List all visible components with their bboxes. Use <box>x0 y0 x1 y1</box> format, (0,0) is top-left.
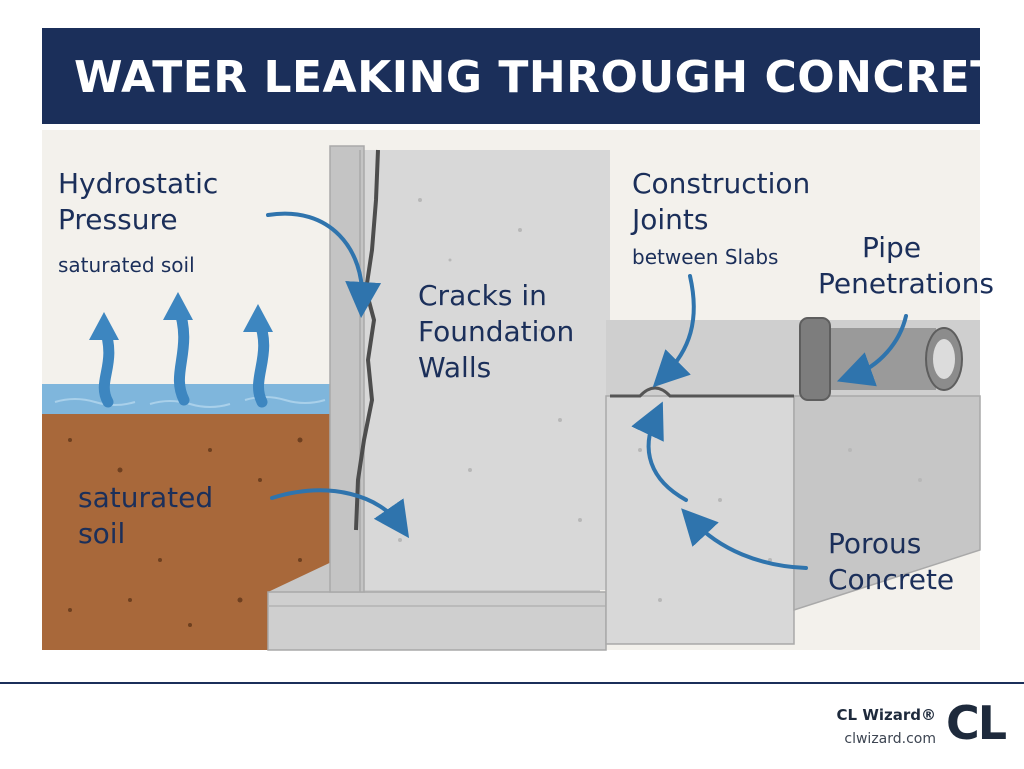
label-cracks-line2: Foundation <box>418 315 575 348</box>
arrow-porous-lower <box>681 508 808 570</box>
pointer-arrow-icon <box>266 211 908 570</box>
label-joints-sub: between Slabs <box>632 245 779 269</box>
label-soil-line2: soil <box>78 517 126 550</box>
label-cracks-line3: Walls <box>418 351 492 384</box>
arrow-to-pipe <box>836 314 908 387</box>
wall-speckles <box>398 198 582 542</box>
label-hydrostatic-sub: saturated soil <box>58 253 195 277</box>
label-porous-line1: Porous <box>828 527 922 560</box>
arrow-soil-to-wall <box>270 488 410 539</box>
slab-face <box>605 395 795 645</box>
water-layer <box>42 384 337 414</box>
water-rising-arrow-icon <box>89 292 273 408</box>
label-pipe-line2: Penetrations <box>818 267 994 300</box>
brand-name: CL Wizard® <box>836 706 936 724</box>
label-cracks-line1: Cracks in <box>418 279 547 312</box>
arrow-porous-upper <box>631 401 688 502</box>
label-hydrostatic-line1: Hydrostatic <box>58 167 219 200</box>
brand-logo: CL <box>946 696 1007 750</box>
brand-url: clwizard.com <box>844 731 936 747</box>
slab-side <box>793 395 981 612</box>
label-hydrostatic-line2: Pressure <box>58 203 178 236</box>
label-soil-line1: saturated <box>78 481 214 514</box>
title-banner <box>42 28 980 124</box>
arrow-to-joint <box>652 274 696 388</box>
label-joints-line1: Construction <box>632 167 811 200</box>
page-title: WATER LEAKING THROUGH CONCRETE <box>74 52 1024 103</box>
slab-speckles <box>638 448 922 602</box>
label-joints-line2: Joints <box>632 203 709 236</box>
label-porous-line2: Concrete <box>828 563 955 596</box>
arrow-to-crack <box>266 211 382 318</box>
footing <box>267 591 607 651</box>
label-pipe-line1: Pipe <box>862 231 922 264</box>
soil-speckles <box>68 437 303 627</box>
construction-joint <box>610 386 794 398</box>
footer-divider <box>0 682 1024 684</box>
wall-crack <box>354 149 380 531</box>
foundation-wall-edge <box>329 145 365 593</box>
